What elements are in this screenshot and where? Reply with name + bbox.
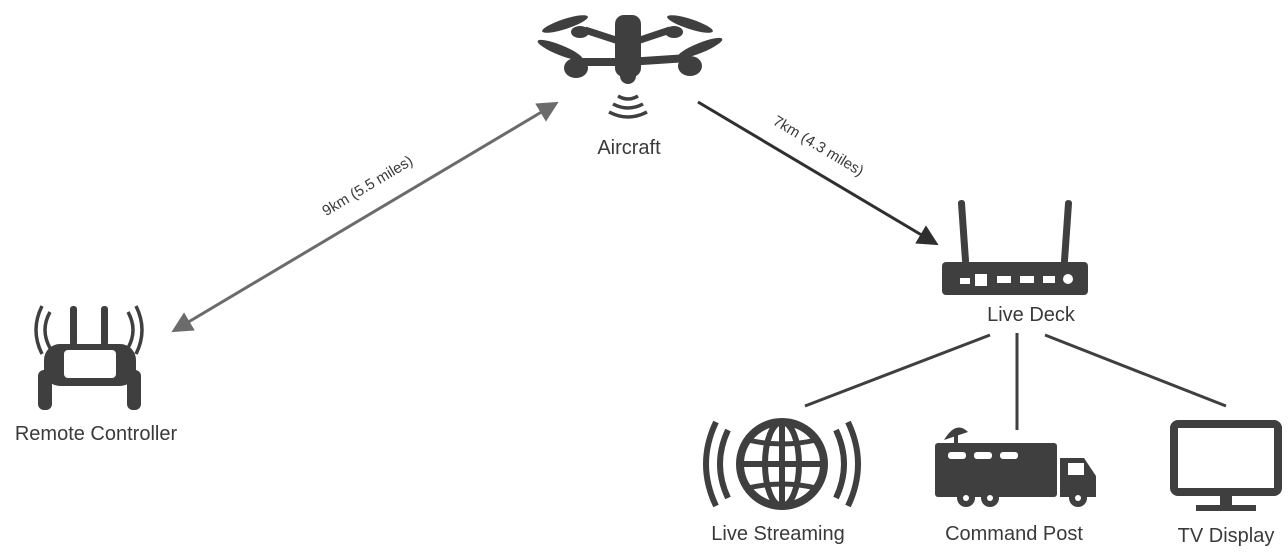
link-label-controller-aircraft: 9km (5.5 miles) [319,152,416,219]
link-aircraft-deck: 7km (4.3 miles) [697,100,939,246]
link-controller-aircraft: 9km (5.5 miles) [171,101,559,333]
node-command-post: Command Post [935,427,1096,545]
tv-display-label: TV Display [1178,525,1275,547]
live-streaming-label: Live Streaming [711,523,844,545]
aircraft-label: Aircraft [597,137,661,159]
live-deck-label: Live Deck [987,304,1076,326]
command-post-label: Command Post [945,523,1083,545]
broadcast-truck-icon [935,427,1096,507]
drone-icon [537,15,723,84]
link-label-aircraft-deck: 7km (4.3 miles) [770,112,867,179]
globe-broadcast-icon [703,418,861,510]
node-live-streaming: Live Streaming [703,418,861,545]
remote-controller-icon [34,305,144,410]
distribution-lines [804,333,1227,430]
tv-monitor-icon [1170,420,1282,511]
node-live-deck: Live Deck [942,200,1088,326]
node-aircraft: Aircraft [537,15,723,159]
remote-controller-label: Remote Controller [15,423,178,445]
signal-waves-icon [608,94,648,119]
node-remote-controller: Remote Controller [15,305,178,445]
node-tv-display: TV Display [1170,420,1282,547]
line-deck-tv [1044,333,1227,408]
router-icon [942,200,1088,295]
line-deck-streaming [804,333,991,408]
